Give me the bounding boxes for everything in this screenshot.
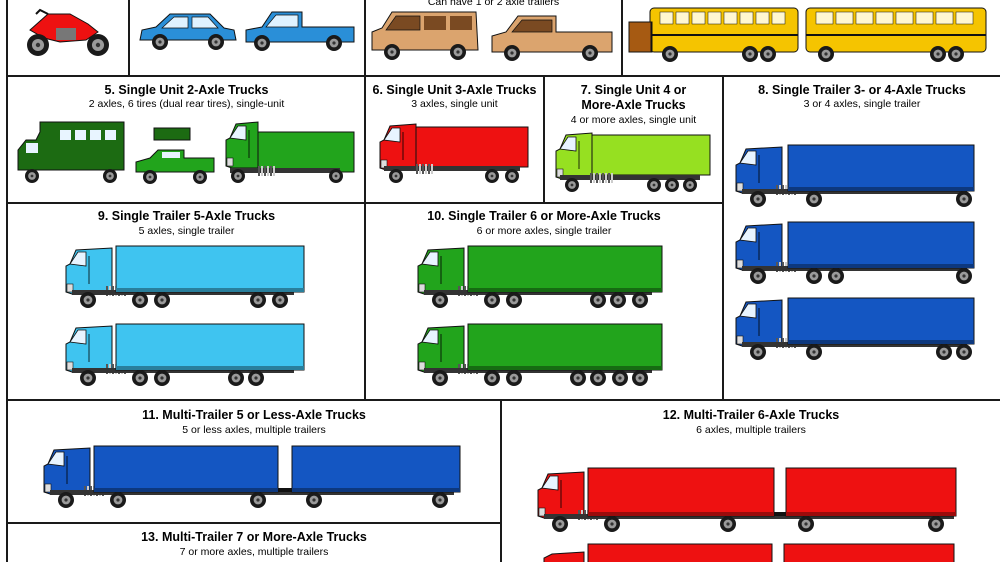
school-bus-1 bbox=[629, 7, 799, 62]
class-12-subtitle: 6 axles, multiple trailers bbox=[696, 424, 806, 436]
grid-line bbox=[6, 202, 722, 204]
class-11-title: 11. Multi-Trailer 5 or Less-Axle Trucks bbox=[142, 408, 366, 422]
class-8-semi-3 bbox=[735, 297, 975, 360]
grid-line bbox=[364, 0, 366, 400]
class-10-subtitle: 6 or more axles, single trailer bbox=[476, 225, 612, 237]
motorcycle bbox=[27, 8, 109, 56]
class-7-title-line-2: More-Axle Trucks bbox=[581, 98, 686, 112]
class-5-box-truck bbox=[225, 121, 355, 183]
school-bus-2 bbox=[805, 7, 987, 62]
class-6-subtitle: 3 axles, single unit bbox=[411, 98, 498, 110]
class-12-double bbox=[537, 467, 957, 532]
grid-line bbox=[6, 399, 1000, 401]
class-13-cell: 13. Multi-Trailer 7 or More-Axle Trucks … bbox=[8, 524, 500, 562]
class-12-double-2 bbox=[543, 543, 955, 562]
grid-line bbox=[6, 75, 1000, 77]
class-6-truck bbox=[379, 123, 529, 183]
pickup-blue bbox=[245, 11, 355, 51]
class-10-title: 10. Single Trailer 6 or More-Axle Trucks bbox=[427, 209, 661, 223]
class-11-subtitle: 5 or less axles, multiple trailers bbox=[182, 424, 326, 436]
grid-line bbox=[6, 522, 501, 524]
grid-line bbox=[543, 75, 545, 203]
van-tan bbox=[371, 11, 479, 60]
pickup-green bbox=[135, 127, 215, 184]
class-7-truck bbox=[555, 132, 711, 192]
motorhome bbox=[17, 121, 125, 183]
class-5-title: 5. Single Unit 2-Axle Trucks bbox=[104, 83, 269, 97]
class-9-subtitle: 5 axles, single trailer bbox=[138, 225, 235, 237]
class-13-title: 13. Multi-Trailer 7 or More-Axle Trucks bbox=[141, 530, 367, 544]
class-12-title: 12. Multi-Trailer 6-Axle Trucks bbox=[662, 408, 840, 422]
grid-line bbox=[500, 399, 502, 562]
class-11-double bbox=[43, 445, 461, 508]
class-8-semi-1 bbox=[735, 144, 975, 207]
class-7-title-line-1: 7. Single Unit 4 or bbox=[580, 83, 687, 97]
class-8-semi-2 bbox=[735, 221, 975, 284]
grid-line bbox=[621, 0, 623, 75]
class-8-subtitle: 3 or 4 axles, single trailer bbox=[803, 98, 921, 110]
grid-line bbox=[722, 75, 724, 400]
class-9-semi-1 bbox=[65, 245, 305, 308]
class-7-subtitle: 4 or more axles, single unit bbox=[570, 114, 697, 126]
grid-line bbox=[6, 0, 8, 562]
class-10-semi-1 bbox=[417, 245, 663, 308]
class-5-subtitle: 2 axles, 6 tires (dual rear tires), sing… bbox=[88, 98, 285, 110]
pickup-tan bbox=[491, 15, 613, 61]
grid-line bbox=[128, 0, 130, 75]
car-1 bbox=[139, 13, 237, 50]
class-8-title: 8. Single Trailer 3- or 4-Axle Trucks bbox=[758, 83, 966, 97]
class-3-subtitle: Can have 1 or 2 axle trailers bbox=[427, 0, 560, 8]
class-9-title: 9. Single Trailer 5-Axle Trucks bbox=[97, 209, 276, 223]
class-6-title: 6. Single Unit 3-Axle Trucks bbox=[372, 83, 537, 97]
class-13-subtitle: 7 or more axles, multiple trailers bbox=[179, 546, 329, 558]
class-9-semi-2 bbox=[65, 323, 305, 386]
class-10-semi-2 bbox=[417, 323, 663, 386]
